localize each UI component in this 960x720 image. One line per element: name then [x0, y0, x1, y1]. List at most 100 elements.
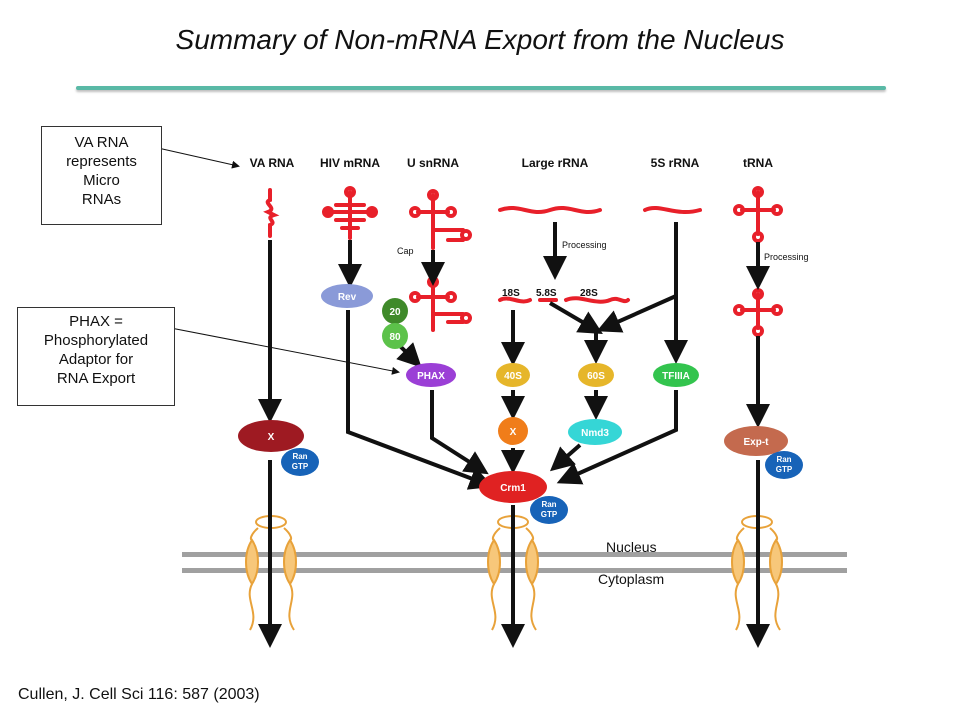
protein-40s [496, 363, 530, 387]
title-underline [76, 86, 886, 90]
trna2-loop-right [771, 304, 783, 316]
protein-nmd3-label: Nmd3 [581, 428, 609, 439]
protein-cbc20 [382, 298, 408, 324]
proteins: Rev 20 80 PHAX 40S 60S TFIIIA X Ran GTP … [238, 284, 803, 524]
protein-60s [578, 363, 614, 387]
trna2-loop-bottom [752, 325, 764, 337]
hiv-loop-right [366, 206, 378, 218]
protein-rev [321, 284, 373, 308]
u-snrna-structure [416, 193, 465, 250]
callout-phax: PHAX = Phosphorylated Adaptor for RNA Ex… [17, 307, 175, 406]
protein-cbc80 [382, 323, 408, 349]
protein-x-left [238, 420, 304, 452]
protein-tfiiia [653, 363, 699, 387]
arrow-rev-to-crm1 [346, 310, 494, 490]
rna-structures [263, 186, 783, 337]
callout-va-rna-line-1: VA RNA [74, 134, 129, 151]
5s-rrna-structure [643, 206, 702, 214]
label-cytoplasm: Cytoplasm [598, 571, 664, 587]
protein-nmd3 [568, 419, 622, 445]
rna-type-labels: VA RNA HIV mRNA U snRNA Large rRNA 5S rR… [250, 156, 774, 170]
protein-x-mid [498, 417, 528, 445]
protein-40s-label: 40S [504, 371, 522, 382]
ran-gtp-left-label-1: Ran [292, 452, 307, 461]
label-5s-rrna: 5S rRNA [651, 156, 700, 170]
u2-loop-left [409, 291, 421, 303]
trna-loop-right [771, 204, 783, 216]
callout-pointer-va-rna [157, 147, 240, 169]
arrow-nmd3-to-crm1 [549, 443, 582, 472]
u-loop-top [427, 189, 439, 201]
nuclear-pore-left [245, 515, 297, 631]
arrow-phax-to-crm1 [430, 390, 489, 475]
label-cap: Cap [397, 246, 414, 256]
arrow-tfiiia-to-crm1 [556, 390, 678, 485]
label-18s: 18S [502, 288, 520, 299]
ran-gtp-center-label-1: Ran [541, 500, 556, 509]
nuclear-pore-center [487, 515, 539, 631]
rrna-28s [564, 296, 630, 304]
protein-x-mid-label: X [510, 427, 517, 438]
arrow-28s-to-60s [548, 301, 603, 335]
callout-phax-line-3: Adaptor for [58, 351, 134, 368]
protein-crm1-label: Crm1 [500, 483, 526, 494]
ran-gtp-right [765, 451, 803, 479]
ran-gtp-center-label-2: GTP [541, 510, 558, 519]
trna-structure [740, 190, 776, 236]
slide-title: Summary of Non-mRNA Export from the Nucl… [175, 24, 785, 55]
callout-phax-line-4: RNA Export [56, 370, 136, 387]
large-rrna-precursor [498, 206, 602, 214]
callout-va-rna-line-4: RNAs [81, 191, 122, 208]
label-processing-rrna: Processing [562, 240, 607, 250]
trna-loop-top [752, 186, 764, 198]
label-trna: tRNA [743, 156, 773, 170]
u2-loop-right [445, 291, 457, 303]
ran-gtp-right-label-2: GTP [776, 465, 793, 474]
callout-phax-line-2: Phosphorylated [43, 332, 149, 349]
u-loop-far [460, 229, 472, 241]
trna-loop-left [733, 204, 745, 216]
label-nucleus: Nucleus [606, 539, 657, 555]
protein-exp-t-label: Exp-t [744, 437, 770, 448]
label-va-rna: VA RNA [250, 156, 295, 170]
va-rna-structure [263, 188, 280, 238]
protein-phax-label: PHAX [417, 371, 445, 382]
rrna-18s [498, 296, 532, 304]
label-58s: 5.8S [536, 288, 557, 299]
protein-tfiiia-label: TFIIIA [662, 371, 690, 382]
label-processing-trna: Processing [764, 252, 809, 262]
protein-exp-t [724, 426, 788, 456]
u-snrna-processed [416, 280, 465, 332]
callout-va-rna: VA RNA represents Micro RNAs [41, 126, 162, 225]
hiv-loop-top [344, 186, 356, 198]
callout-va-rna-line-2: represents [66, 153, 137, 170]
protein-phax [406, 363, 456, 387]
trna2-loop-top [752, 288, 764, 300]
callout-phax-line-1: PHAX = [69, 313, 123, 330]
label-large-rrna: Large rRNA [522, 156, 589, 170]
hiv-mrna-structure [324, 190, 376, 240]
label-u-snrna: U snRNA [407, 156, 459, 170]
u-loop-right [445, 206, 457, 218]
protein-cbc80-label: 80 [389, 332, 401, 343]
ran-gtp-left [281, 448, 319, 476]
protein-rev-label: Rev [338, 292, 357, 303]
ran-gtp-right-label-1: Ran [776, 455, 791, 464]
label-28s: 28S [580, 288, 598, 299]
hiv-loop-left [322, 206, 334, 218]
arrow-cbc-to-phax [396, 342, 422, 368]
callout-va-rna-line-3: Micro [83, 172, 120, 189]
ran-gtp-left-label-2: GTP [292, 462, 309, 471]
u-loop-left [409, 206, 421, 218]
protein-crm1 [479, 471, 547, 503]
citation: Cullen, J. Cell Sci 116: 587 (2003) [18, 686, 260, 703]
protein-cbc20-label: 20 [389, 307, 401, 318]
ran-gtp-center [530, 496, 568, 524]
label-hiv-mrna: HIV mRNA [320, 156, 380, 170]
protein-x-left-label: X [268, 432, 275, 443]
arrow-5s-to-60s [596, 294, 677, 333]
trna2-loop-left [733, 304, 745, 316]
trna-loop-bottom [752, 231, 764, 243]
u2-loop-far [460, 312, 472, 324]
